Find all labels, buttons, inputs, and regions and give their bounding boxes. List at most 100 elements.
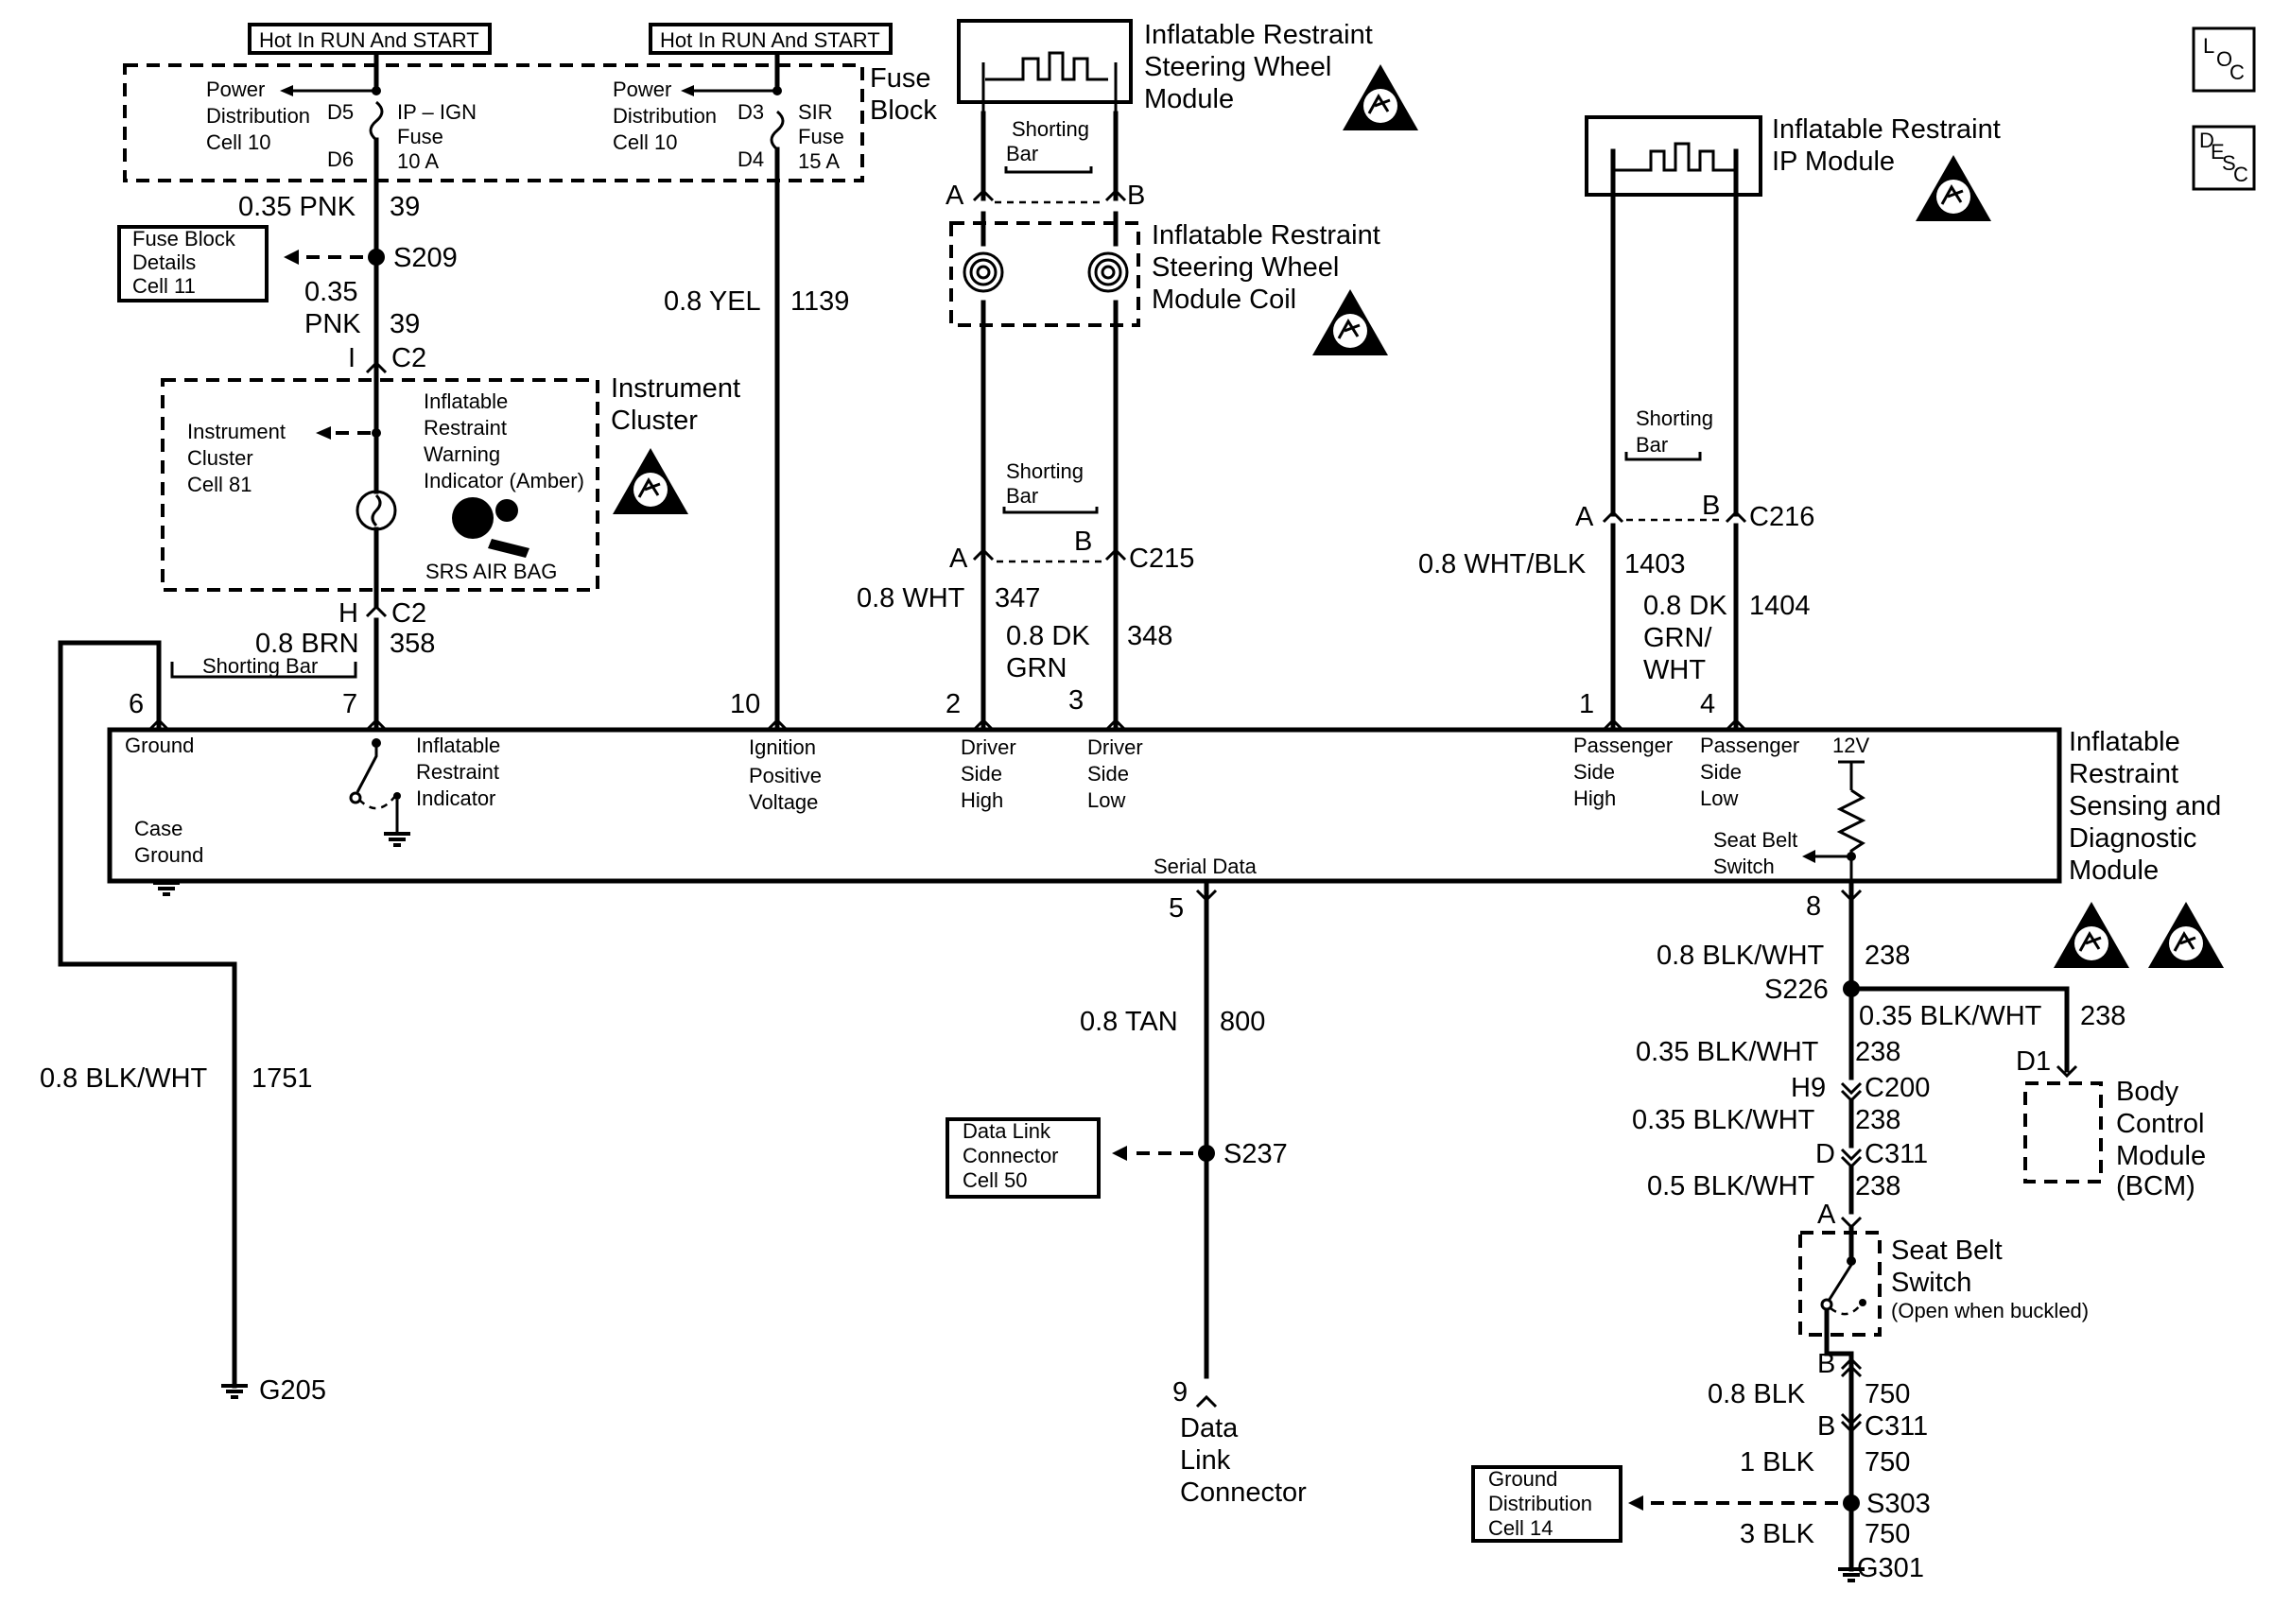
w358-gauge: 0.8 BRN bbox=[255, 629, 359, 659]
sdm-dsh-2: Side bbox=[961, 762, 1002, 786]
w750-a-num: 750 bbox=[1865, 1379, 1910, 1409]
coil-esd-icon bbox=[1310, 287, 1390, 357]
sdm-psl-2: Side bbox=[1700, 760, 1742, 784]
c2-top: C2 bbox=[391, 343, 426, 373]
desc-c: C bbox=[2233, 163, 2248, 186]
w750-a-gauge: 0.8 BLK bbox=[1708, 1379, 1806, 1409]
pd2-label-2: Distribution bbox=[613, 104, 717, 128]
c311: C311 bbox=[1865, 1139, 1928, 1169]
c2-bot-pin: H bbox=[338, 598, 358, 629]
c215-pin-a: A bbox=[949, 544, 968, 574]
sbs-pin-a: A bbox=[1817, 1200, 1836, 1230]
loc-icon[interactable]: L O C bbox=[2192, 26, 2256, 93]
ind-label-2: Restraint bbox=[424, 416, 507, 440]
desc-e: E bbox=[2211, 140, 2225, 164]
fuse1-label-3: 10 A bbox=[397, 149, 439, 173]
c2-top-pin: I bbox=[348, 343, 356, 373]
swm-shorting-1: Shorting bbox=[1012, 117, 1089, 141]
c216-pin-a: A bbox=[1575, 502, 1594, 532]
sdm-pin-2: 2 bbox=[946, 689, 961, 719]
cluster-ref-1: Instrument bbox=[187, 420, 286, 443]
w1139-gauge: 0.8 YEL bbox=[664, 286, 761, 317]
w347-num: 347 bbox=[995, 583, 1040, 613]
pd2-label-3: Cell 10 bbox=[613, 130, 677, 154]
sdm-title-2: Restraint bbox=[2069, 759, 2178, 789]
cluster-title-2: Cluster bbox=[611, 406, 698, 436]
sbs-pin-b: B bbox=[1817, 1349, 1835, 1379]
sdm-dsh-3: High bbox=[961, 788, 1003, 812]
sdm-pin-4: 4 bbox=[1700, 689, 1715, 719]
w1751-gauge: 0.8 BLK/WHT bbox=[40, 1063, 208, 1094]
bcm-title-2: Control bbox=[2116, 1109, 2205, 1139]
fuse-block: Hot In RUN And START Hot In RUN And STAR… bbox=[123, 23, 937, 707]
coil-title-2: Steering Wheel bbox=[1152, 252, 1339, 283]
sdm-title-4: Diagnostic bbox=[2069, 823, 2196, 854]
dlc-ref-3: Cell 50 bbox=[963, 1168, 1027, 1192]
sbs-title-2: Switch bbox=[1891, 1268, 1971, 1298]
desc-s: S bbox=[2222, 151, 2236, 175]
sdm-esd-icon-2 bbox=[2146, 900, 2226, 970]
dlc-title-3: Connector bbox=[1180, 1477, 1307, 1508]
fuse-block-title-1: Fuse bbox=[870, 63, 930, 94]
fuse-details-1: Fuse Block bbox=[132, 227, 236, 251]
fuse2-label-2: Fuse bbox=[798, 125, 844, 148]
sdm-psl-1: Passenger bbox=[1700, 734, 1799, 757]
sdm-pin-1: 1 bbox=[1579, 689, 1594, 719]
ip-module: Inflatable Restraint IP Module Shorting … bbox=[1418, 114, 2001, 721]
w348-num: 348 bbox=[1127, 621, 1172, 651]
swm-esd-icon bbox=[1341, 62, 1420, 132]
sdm-psl-3: Low bbox=[1700, 786, 1738, 810]
cluster-ref-3: Cell 81 bbox=[187, 473, 252, 496]
pd1-label-1: Power bbox=[206, 78, 265, 101]
ground-dist-box bbox=[1471, 1465, 1622, 1543]
sdm-dsl-2: Side bbox=[1087, 762, 1129, 786]
sdm-esd-icon-1 bbox=[2052, 900, 2131, 970]
steering-wheel-module: Inflatable Restraint Steering Wheel Modu… bbox=[946, 19, 1420, 211]
swm-outline bbox=[957, 19, 1133, 104]
cluster-ref-2: Cluster bbox=[187, 446, 253, 470]
w1404-gauge-2: GRN/ bbox=[1643, 623, 1712, 653]
fuse1-label-2: Fuse bbox=[397, 125, 443, 148]
fuse2-label-3: 15 A bbox=[798, 149, 840, 173]
c215-pin-b: B bbox=[1074, 527, 1092, 557]
fuse-details-3: Cell 11 bbox=[132, 274, 196, 298]
sdm-ign-1: Ignition bbox=[749, 735, 816, 759]
sdm-sbs-1: Seat Belt bbox=[1713, 828, 1797, 852]
coil-title-3: Module Coil bbox=[1152, 285, 1296, 315]
sbs-note: (Open when buckled) bbox=[1891, 1299, 2089, 1322]
gnd-ref-3: Cell 14 bbox=[1488, 1516, 1553, 1540]
srs-label: SRS AIR BAG bbox=[425, 560, 557, 583]
w39-mid-gauge-2: PNK bbox=[304, 309, 361, 339]
ip-shorting-1: Shorting bbox=[1636, 406, 1713, 430]
splice-s303: S303 bbox=[1866, 1489, 1931, 1519]
loc-o: O bbox=[2216, 47, 2232, 71]
w347-gauge: 0.8 WHT bbox=[857, 583, 965, 613]
sdm-ground: Ground bbox=[125, 734, 194, 757]
c311b-pin: B bbox=[1817, 1411, 1835, 1442]
w238-e-gauge: 0.5 BLK/WHT bbox=[1647, 1171, 1815, 1201]
sdm-ign-2: Positive bbox=[749, 764, 822, 787]
ip-esd-icon bbox=[1914, 153, 1993, 223]
w238-b-num: 238 bbox=[2080, 1001, 2126, 1031]
pullup-resistor-icon bbox=[1836, 788, 1866, 883]
w39-mid-gauge-1: 0.35 bbox=[304, 277, 357, 307]
coil-shorting-1: Shorting bbox=[1006, 459, 1084, 483]
sdm-12v: 12V bbox=[1832, 734, 1869, 757]
w348-gauge-2: GRN bbox=[1006, 653, 1067, 683]
gnd-ref-2: Distribution bbox=[1488, 1492, 1592, 1515]
hot-label-1-box bbox=[248, 23, 492, 55]
sdm-sbs-2: Switch bbox=[1713, 855, 1775, 878]
coil-title-1: Inflatable Restraint bbox=[1152, 220, 1380, 251]
bcm-outline bbox=[2023, 1081, 2103, 1183]
sdm-ind-2: Restraint bbox=[416, 760, 499, 784]
esd-warning-icon bbox=[611, 446, 690, 516]
w348-gauge-1: 0.8 DK bbox=[1006, 621, 1090, 651]
w238-d-num: 238 bbox=[1855, 1105, 1900, 1135]
w1404-num: 1404 bbox=[1749, 591, 1811, 621]
w1403-num: 1403 bbox=[1624, 549, 1686, 579]
sdm-title-5: Module bbox=[2069, 855, 2159, 886]
circuit-39: 0.35 PNK 39 S209 Fuse Block Details Cell… bbox=[117, 192, 458, 374]
c200: C200 bbox=[1865, 1073, 1930, 1103]
c216: C216 bbox=[1749, 502, 1814, 532]
desc-icon[interactable]: D E S C bbox=[2192, 125, 2256, 191]
